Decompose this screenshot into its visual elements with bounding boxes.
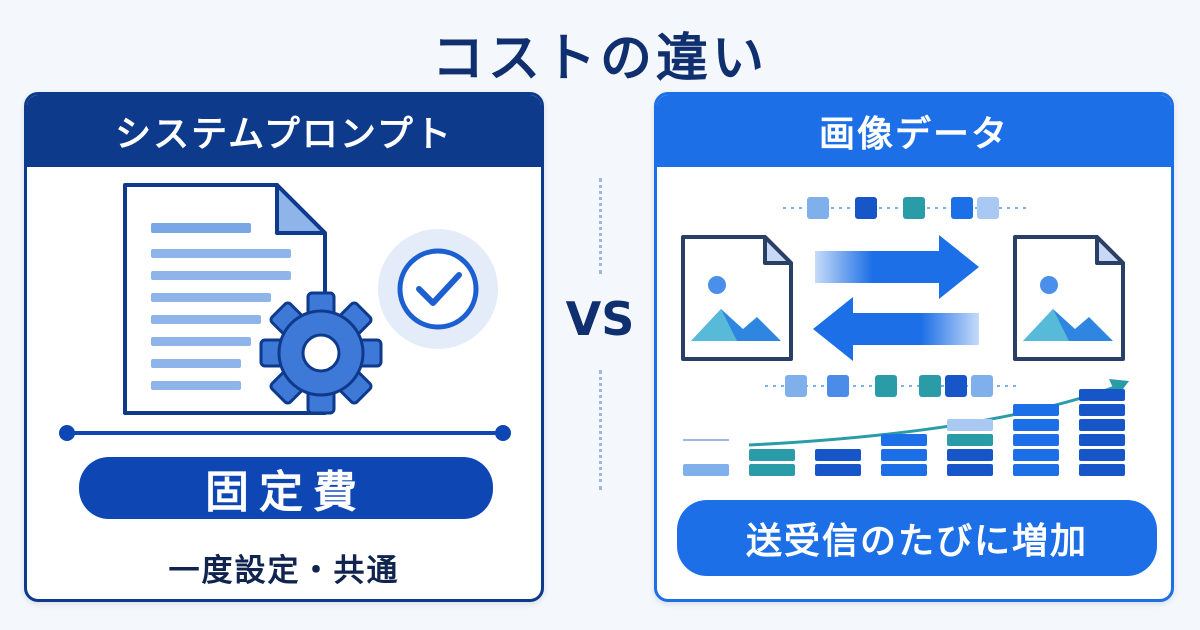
gear-icon: [259, 291, 383, 415]
image-file-icon: [1013, 235, 1125, 361]
bar-stack-block: [947, 434, 993, 446]
arrow-right-icon: [815, 235, 979, 299]
bar-stack-block: [1013, 404, 1059, 416]
bar-stack-block: [749, 464, 795, 476]
bar-stack-block: [947, 449, 993, 461]
bar-stack-block: [1013, 464, 1059, 476]
bar-stack-block: [683, 464, 729, 476]
divider-top: [599, 178, 602, 274]
bar-stack-block: [815, 464, 861, 476]
bar-stack-block: [1013, 419, 1059, 431]
page-title: コストの違い: [431, 29, 768, 89]
bar-stack-block: [881, 434, 927, 446]
bar-stack-block: [1013, 434, 1059, 446]
bar-stack-block: [749, 449, 795, 461]
fixed-cost-caption: 一度設定・共通: [168, 553, 400, 589]
bar-stack-block: [881, 449, 927, 461]
data-packets-bottom: [765, 375, 1019, 397]
bar-stack-block: [947, 464, 993, 476]
bar-stack-block: [1079, 464, 1125, 476]
bar-stack-block: [881, 464, 927, 476]
system-prompt-panel: システムプロンプト: [24, 92, 544, 602]
growing-bar-stacks: [683, 389, 1125, 476]
image-data-panel: 画像データ: [654, 92, 1174, 602]
bar-stack-block: [1079, 449, 1125, 461]
bar-stack-block: [1079, 419, 1125, 431]
timeline-line: [59, 425, 511, 441]
image-file-icon: [681, 235, 793, 361]
right-illustration: [681, 197, 1129, 476]
check-circle-icon: [378, 229, 498, 349]
bar-stack-block: [947, 419, 993, 431]
arrow-left-icon: [813, 297, 979, 361]
divider-bottom: [599, 370, 602, 490]
document-icon: [123, 183, 327, 415]
bar-stack-block: [815, 449, 861, 461]
bar-stack-baseline: [683, 439, 729, 441]
data-packets-top: [783, 197, 1029, 219]
bar-stack-block: [1013, 449, 1059, 461]
system-prompt-header: システムプロンプト: [27, 95, 541, 167]
increasing-cost-badge: 送受信のたびに増加: [677, 500, 1157, 576]
bar-stack-block: [1079, 404, 1125, 416]
left-illustration: [59, 183, 511, 441]
image-data-header: 画像データ: [657, 95, 1171, 167]
bar-stack-block: [1079, 434, 1125, 446]
fixed-cost-badge: 固定費: [79, 457, 493, 519]
bar-stack-block: [1079, 389, 1125, 401]
vs-label: VS: [565, 292, 635, 346]
